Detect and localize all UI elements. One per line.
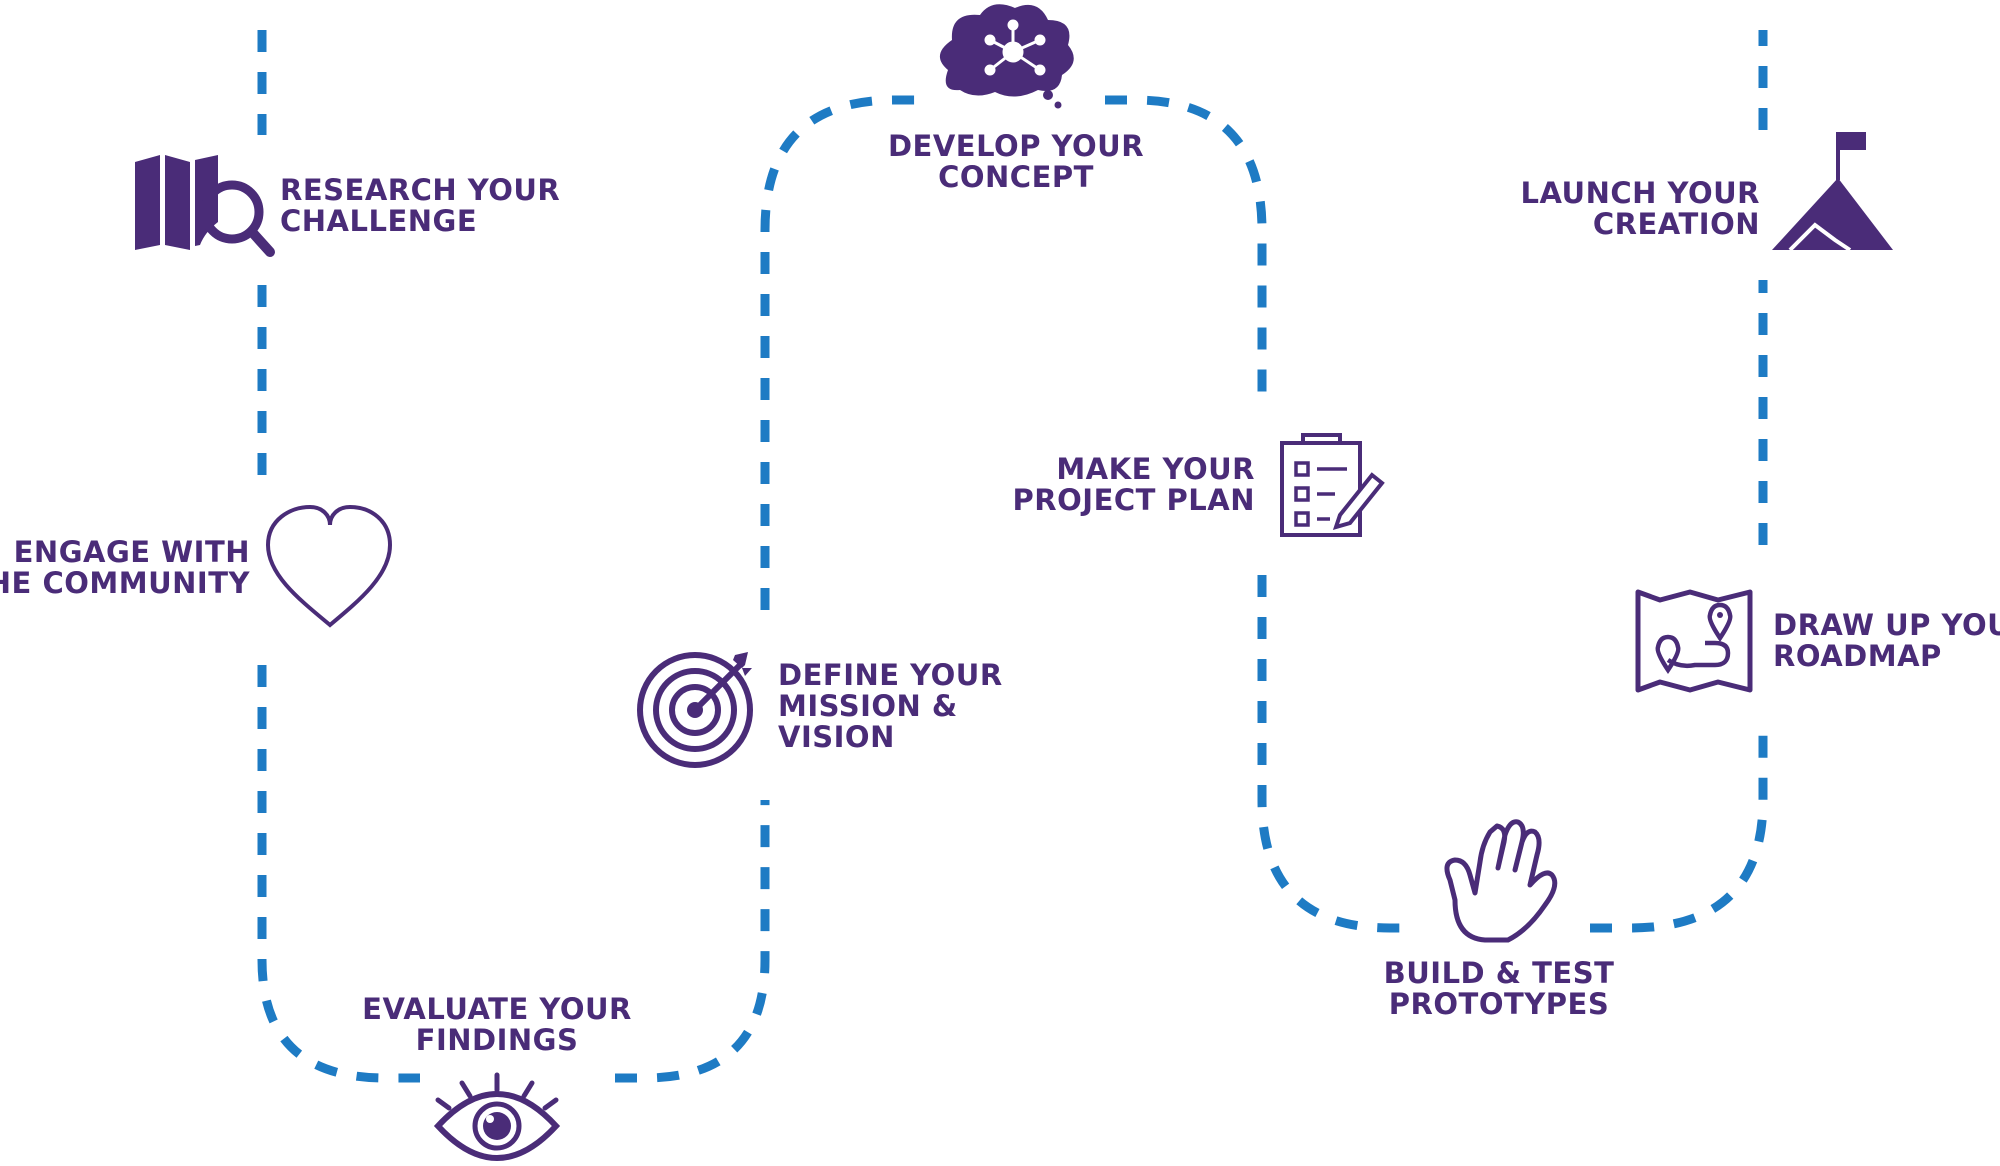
step-label-line: CONCEPT [938, 160, 1094, 194]
eye-icon [433, 1072, 561, 1161]
path-segment [760, 95, 930, 610]
heart-icon [265, 504, 393, 628]
step-label-heart: ENGAGE WITHTHE COMMUNITY [0, 535, 250, 600]
step-label-line: DEVELOP YOUR [888, 129, 1144, 163]
clipboard-checklist-icon [1280, 433, 1385, 537]
path-segment [615, 800, 770, 1083]
step-label-line: ROADMAP [1773, 639, 1942, 673]
path-segment [1105, 95, 1267, 400]
icons-layer [135, 4, 1893, 1161]
path-segment [1257, 575, 1410, 933]
step-label-line: THE COMMUNITY [0, 566, 250, 600]
roadmap-icon [1635, 589, 1753, 693]
step-label-line: MISSION & [778, 689, 958, 723]
step-label-line: DEFINE YOUR [778, 658, 1003, 692]
step-label-line: EVALUATE YOUR [362, 992, 632, 1026]
step-label-roadmap: DRAW UP YOURROADMAP [1773, 608, 2000, 673]
step-label-line: CREATION [1593, 207, 1760, 241]
step-label-line: DRAW UP YOUR [1773, 608, 2000, 642]
step-label-line: ENGAGE WITH [14, 535, 250, 569]
step-label-line: RESEARCH YOUR [280, 173, 560, 207]
step-label-line: MAKE YOUR [1056, 452, 1255, 486]
step-label-line: PROJECT PLAN [1013, 483, 1255, 517]
step-label-line: CHALLENGE [280, 204, 477, 238]
mountain-flag-icon [1772, 132, 1893, 252]
step-label-line: FINDINGS [416, 1023, 579, 1057]
idea-cloud-icon [939, 4, 1074, 109]
path-segment [1590, 725, 1768, 933]
hand-icon [1444, 819, 1558, 943]
step-label-line: PROTOTYPES [1389, 987, 1609, 1021]
map-search-icon [135, 155, 275, 257]
step-label-line: BUILD & TEST [1384, 956, 1615, 990]
target-icon [637, 652, 753, 768]
path-segment [257, 665, 420, 1083]
step-label-line: VISION [778, 720, 895, 754]
step-label-line: LAUNCH YOUR [1521, 176, 1761, 210]
process-path [257, 30, 1768, 1083]
